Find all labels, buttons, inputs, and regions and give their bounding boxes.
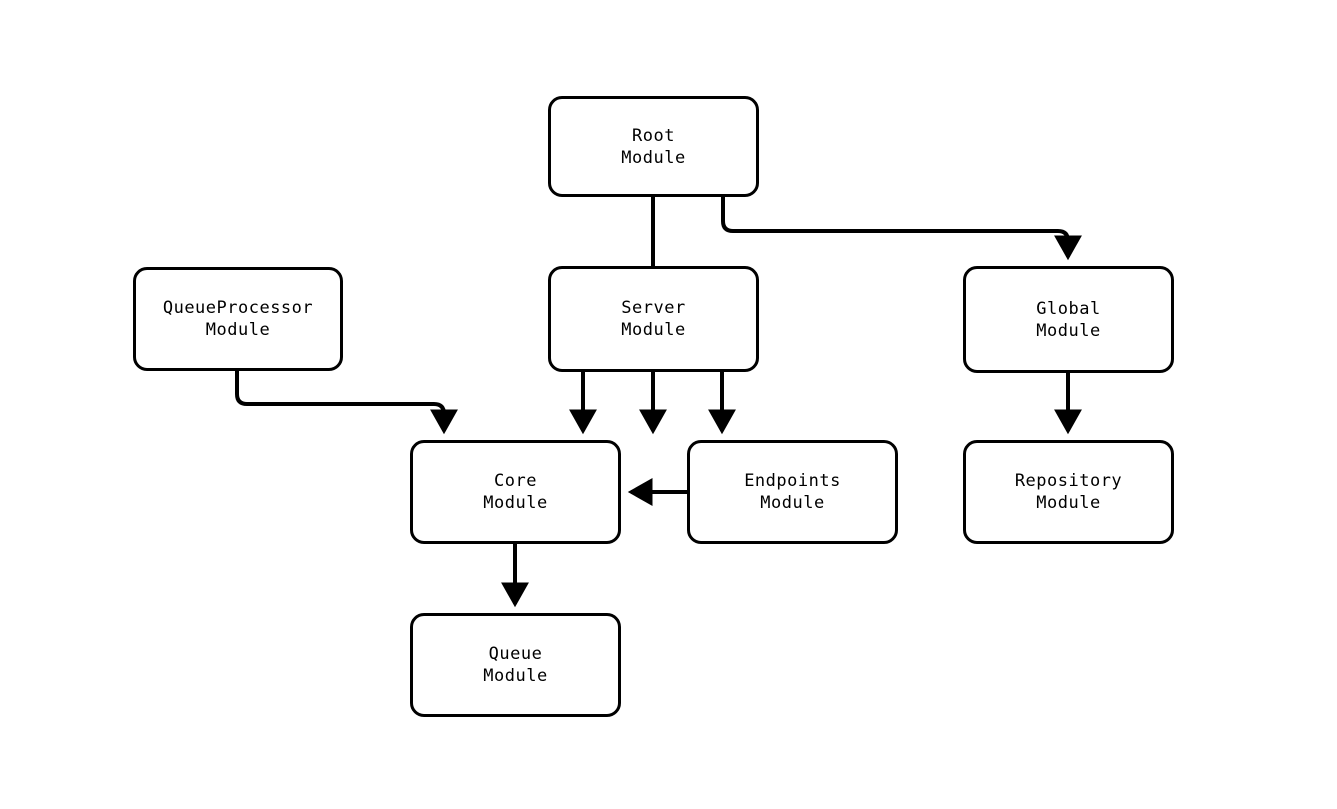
node-queue-module[interactable]: Queue Module [410,613,621,717]
node-queue-module-line1: Queue [488,644,543,664]
node-server-module-line2: Module [621,320,686,340]
node-endpoints-module-line1: Endpoints [744,471,841,491]
node-repository-module[interactable]: Repository Module [963,440,1174,544]
node-repository-module-line2: Module [1036,493,1101,513]
node-global-module[interactable]: Global Module [963,266,1174,373]
edge-root-to-global [721,197,1082,261]
node-queue-module-line2: Module [483,666,548,686]
node-root-module-line2: Module [621,147,686,168]
node-root-module[interactable]: Root Module [548,96,759,197]
node-endpoints-module[interactable]: Endpoints Module [687,440,898,544]
node-server-module[interactable]: Server Module [548,266,759,372]
node-global-module-line1: Global [1036,298,1101,319]
node-core-module[interactable]: Core Module [410,440,621,544]
node-queueprocessor-module[interactable]: QueueProcessor Module [133,267,343,371]
node-core-module-line2: Module [483,493,548,513]
node-queueprocessor-module-line1: QueueProcessor [162,298,314,318]
node-queueprocessor-module-line2: Module [205,320,271,340]
node-server-module-line1: Server [621,298,686,318]
edge-queueprocessor-to-core [235,371,458,435]
node-endpoints-module-line2: Module [760,493,825,513]
node-core-module-line1: Core [494,471,537,491]
node-root-module-line1: Root [632,125,675,146]
node-repository-module-line1: Repository [1014,471,1123,491]
node-global-module-line2: Module [1036,320,1101,341]
